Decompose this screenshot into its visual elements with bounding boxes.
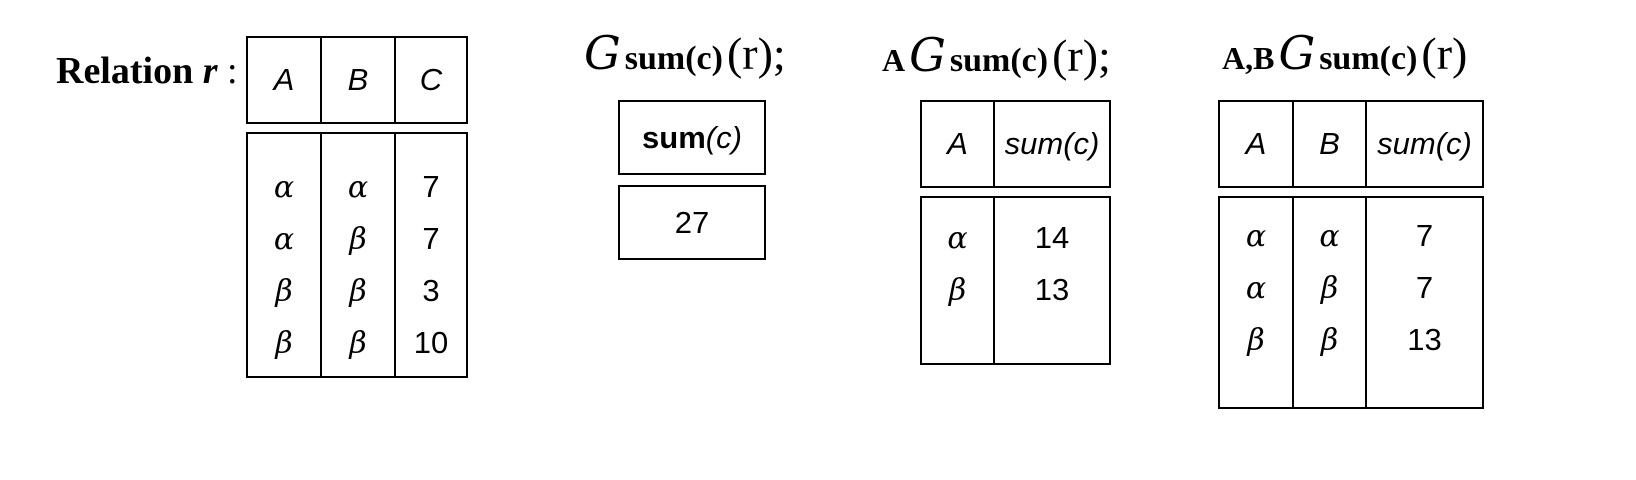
query3-body-col-sum: 7 7 13 (1367, 198, 1482, 407)
aggregate-function: sum(c) (1319, 40, 1418, 77)
aggregate-function: sum(c) (949, 42, 1049, 79)
relation-label-prefix: Relation (56, 50, 203, 92)
query3-cell: β (1320, 270, 1339, 306)
relation-cell: β (349, 273, 367, 309)
query3-header-a: A (1245, 126, 1267, 161)
query3-cell: 7 (1415, 270, 1434, 305)
query3-header-col-a: A (1220, 102, 1294, 186)
relation-cell: β (275, 273, 293, 309)
relation-label-var: r (202, 50, 218, 92)
relation-label-suffix: : (217, 50, 238, 92)
query1-result-col: 27 (620, 187, 764, 258)
query2-header-a: A (947, 126, 968, 161)
query3-body-col-a: α α β (1220, 198, 1294, 407)
relation-cell: β (349, 325, 367, 361)
query3-body-col-b: α β β (1294, 198, 1367, 407)
query2-header-table: A sum(c) (920, 100, 1111, 188)
relation-cell: α (273, 169, 295, 205)
relation-cell: 7 (422, 169, 440, 204)
query3-header-sum: sum(c) (1377, 126, 1472, 161)
relation-header-col-a: A (248, 38, 322, 122)
relation-header-col-c: C (396, 38, 466, 122)
query3-header-table: A B sum(c) (1218, 100, 1484, 188)
relation-header-a: A (273, 62, 295, 97)
relation-cell: α (347, 169, 369, 205)
query1-expression: G sum(c) (r); (584, 30, 786, 77)
query2-header-col-a: A (922, 102, 995, 186)
query3-cell: α (1319, 218, 1340, 254)
relation-body-col-a: α α β β (248, 134, 322, 376)
query2-cell: 13 (1034, 272, 1070, 307)
query2-header-col-sum: sum(c) (995, 102, 1109, 186)
relation-cell: 7 (422, 221, 440, 256)
query1-result-table: 27 (618, 185, 766, 260)
query3-header-col-sum: sum(c) (1367, 102, 1482, 186)
query2-cell: 14 (1034, 220, 1070, 255)
query3-cell: α (1245, 218, 1267, 254)
relation-header-c: C (419, 62, 443, 97)
query3-expression: A,B G sum(c) (r) (1222, 30, 1467, 77)
query2-cell: β (948, 272, 967, 308)
query3-cell: 7 (1415, 218, 1434, 253)
relation-cell: 3 (422, 273, 440, 308)
query3-body-table: α α β α β β 7 7 13 (1218, 196, 1484, 409)
grouping-attributes: A (882, 42, 906, 78)
relation-header-b: B (347, 62, 369, 97)
relation-argument: (r); (1052, 30, 1111, 81)
aggregation-symbol: G (1278, 26, 1316, 80)
relation-cell: α (273, 221, 295, 257)
query3-cell: β (1247, 322, 1265, 358)
query1-header-sum: sum(c ) (642, 119, 742, 155)
relation-body-table: α α β β α β β β 7 7 3 10 (246, 132, 468, 378)
aggregation-symbol: G (584, 26, 621, 80)
query2-cell: α (947, 220, 968, 256)
aggregate-function: sum(c) (624, 40, 723, 77)
query3-header-col-b: B (1294, 102, 1367, 186)
query2-expression: A G sum(c) (r); (882, 32, 1111, 79)
query1-header-col: sum(c ) (620, 102, 764, 173)
query3-cell: α (1245, 270, 1267, 306)
query3-cell: β (1320, 322, 1339, 358)
relation-label: Relation r : (56, 52, 238, 90)
relation-header-col-b: B (322, 38, 396, 122)
relation-cell: β (349, 221, 367, 257)
query1-result-value: 27 (674, 204, 710, 240)
query1-header-table: sum(c ) (618, 100, 766, 175)
query2-header-sum: sum(c) (1004, 126, 1100, 161)
relation-cell: β (275, 325, 293, 361)
aggregation-symbol: G (909, 28, 946, 82)
query2-body-table: α β 14 13 (920, 196, 1111, 365)
grouping-attributes: A,B (1222, 40, 1275, 76)
query3-cell: 13 (1407, 322, 1442, 357)
relation-cell: 10 (413, 325, 449, 360)
relation-body-col-b: α β β β (322, 134, 396, 376)
relation-header-table: A B C (246, 36, 468, 124)
query2-body-col-sum: 14 13 (995, 198, 1109, 363)
query2-body-col-a: α β (922, 198, 995, 363)
query3-header-b: B (1319, 126, 1340, 161)
relation-body-col-c: 7 7 3 10 (396, 134, 466, 376)
relation-argument: (r); (726, 28, 786, 79)
relation-argument: (r) (1421, 28, 1468, 79)
